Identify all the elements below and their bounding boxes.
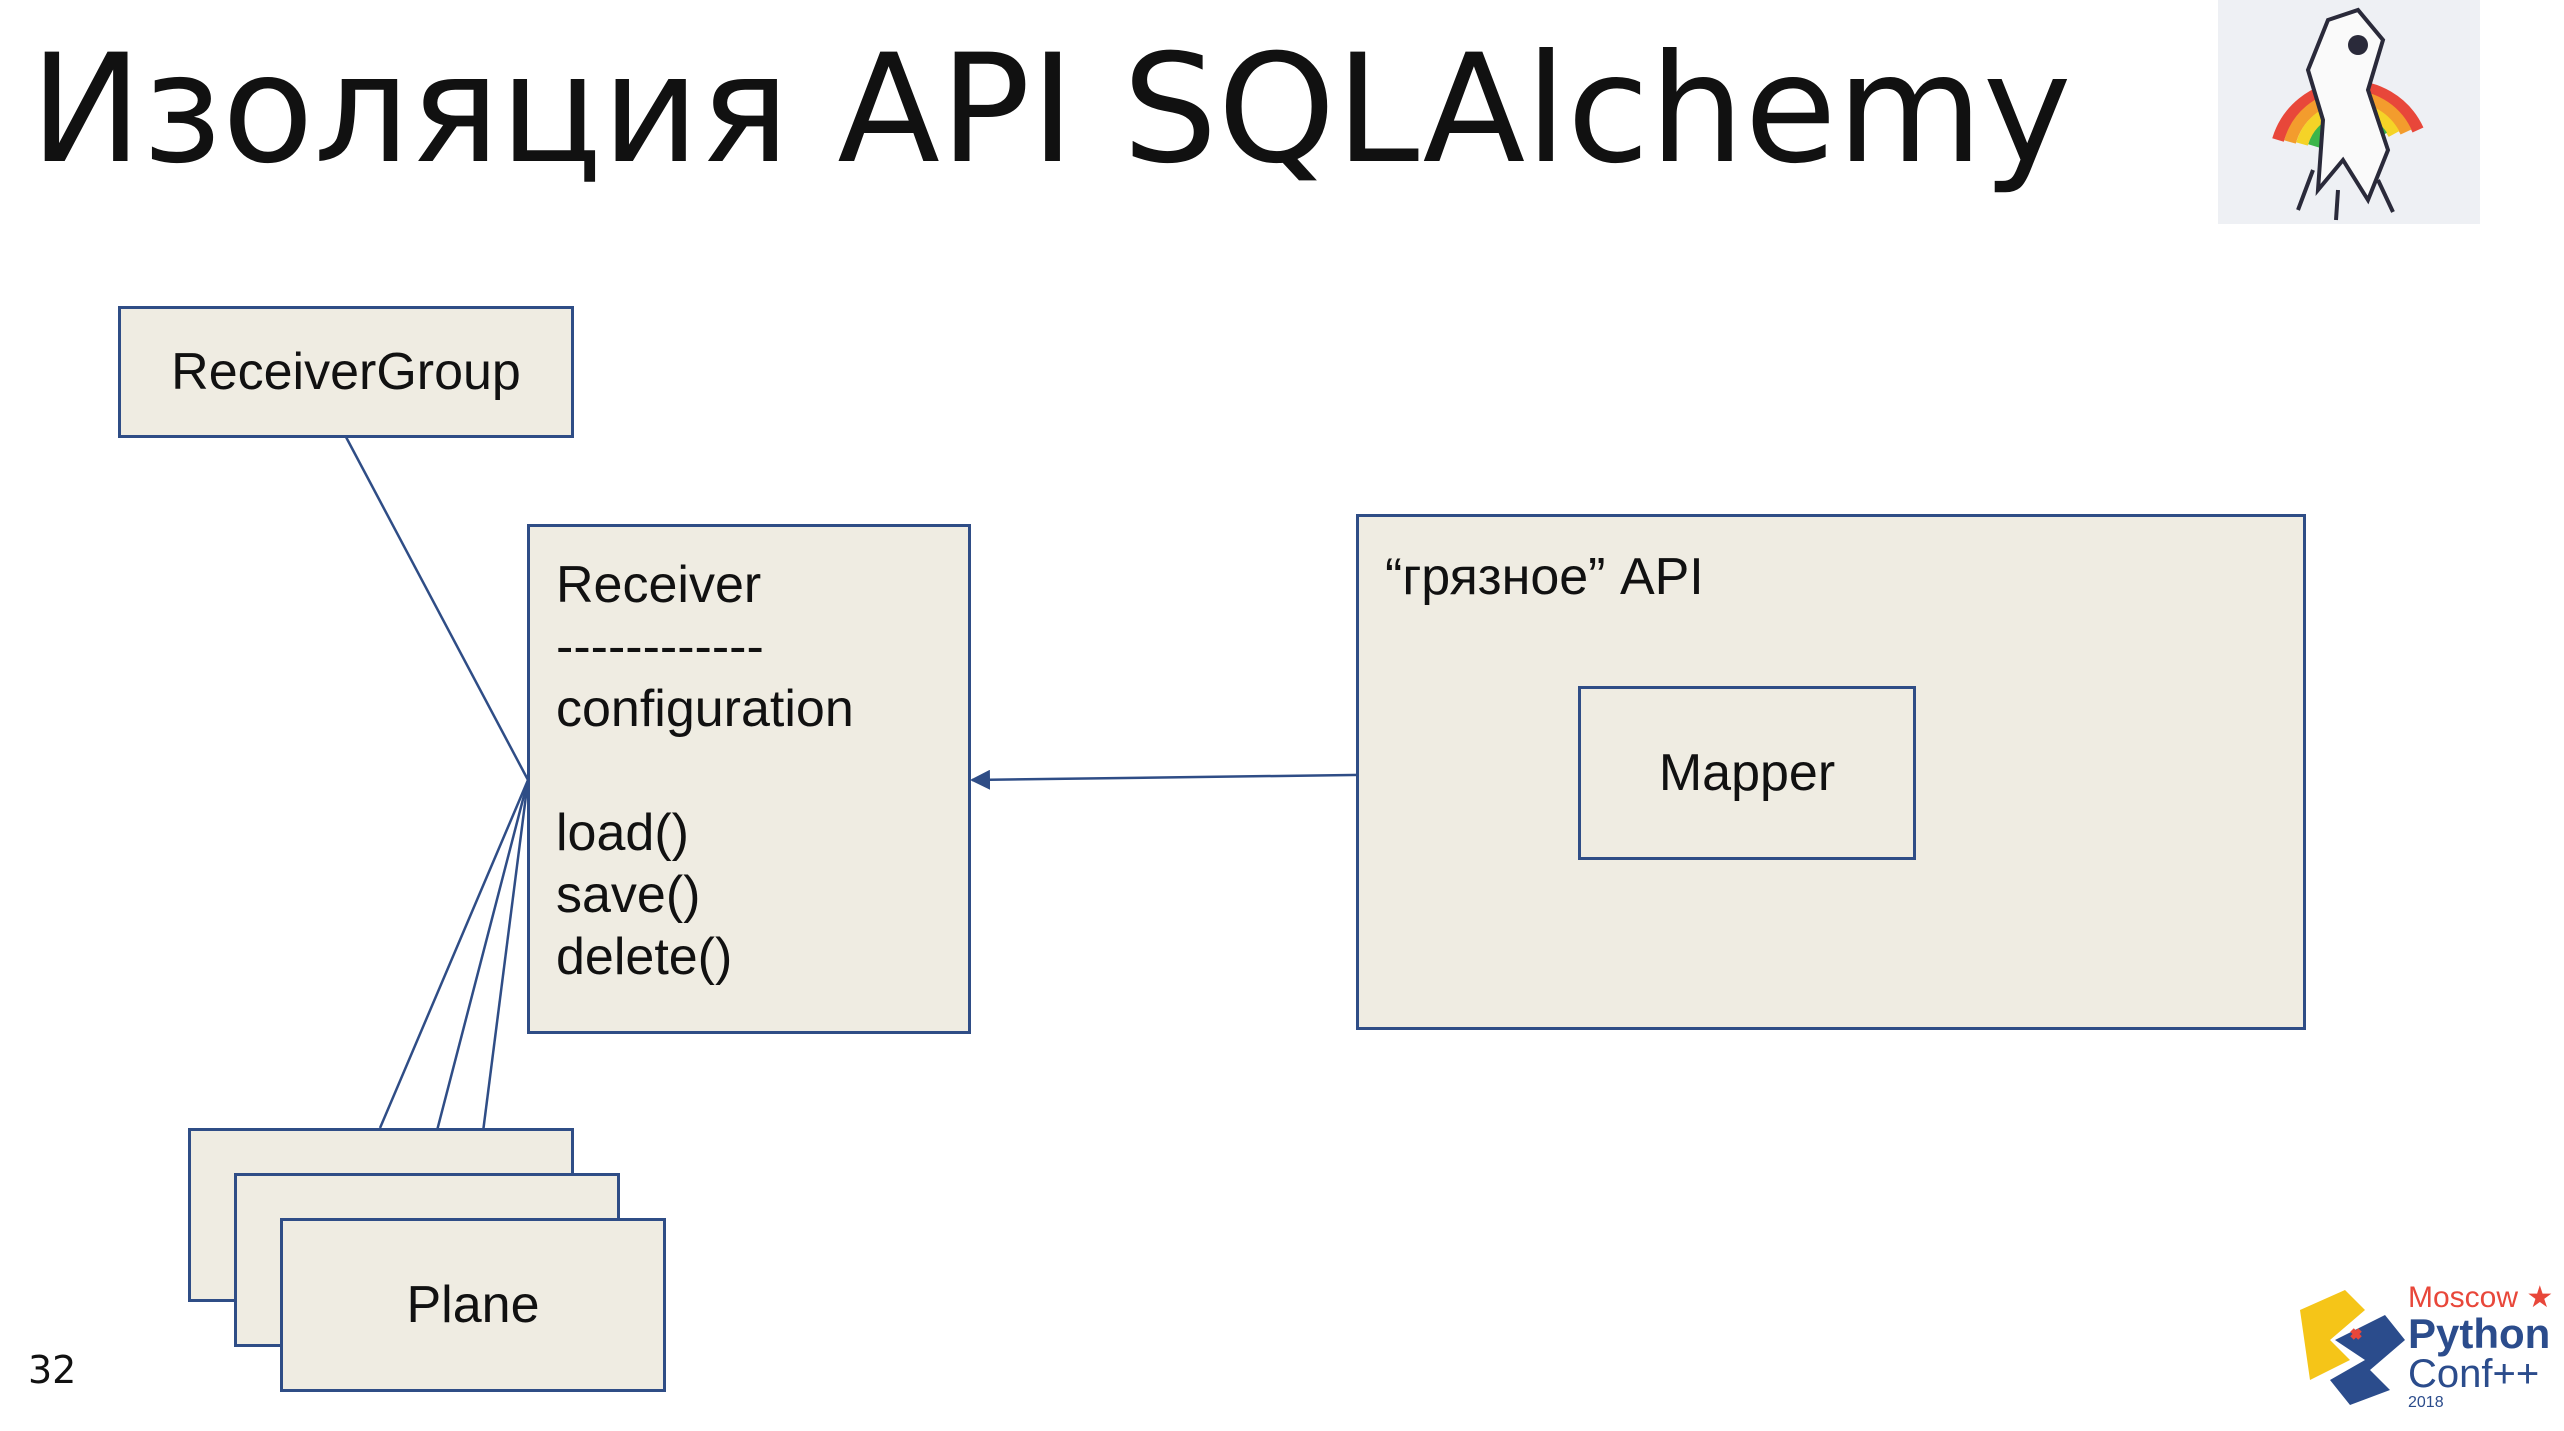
plane-box-front: Plane	[280, 1218, 666, 1392]
receiver-separator: ------------	[556, 618, 764, 676]
mapper-box: Mapper	[1578, 686, 1916, 860]
receivergroup-to-receiver-line	[344, 436, 530, 781]
receiver-attribute: configuration	[556, 680, 854, 738]
plane-2-to-receiver-line	[424, 779, 530, 1174]
python-conf-logo-icon	[2300, 1290, 2405, 1405]
receiver-method-delete: delete()	[556, 928, 733, 986]
unicorn-logo-icon	[2218, 0, 2480, 224]
conf-name: Python	[2408, 1310, 2551, 1357]
conference-logo: Moscow ★ Python Conf++ 2018	[2290, 1280, 2560, 1411]
receiver-group-box: ReceiverGroup	[118, 306, 574, 438]
star-icon: ★	[2526, 1281, 2554, 1314]
receiver-group-label: ReceiverGroup	[171, 343, 521, 401]
slide-title: Изоляция API SQLAlchemy	[30, 23, 2072, 197]
conf-year: 2018	[2408, 1394, 2444, 1411]
receiver-name: Receiver	[556, 556, 762, 614]
conf-city: Moscow ★	[2408, 1281, 2554, 1314]
dirty-api-label: “грязное” API	[1385, 548, 1704, 606]
mapper-label: Mapper	[1658, 744, 1836, 802]
receiver-box: Receiver ------------ configuration load…	[527, 524, 971, 1034]
slide-number: 32	[28, 1348, 77, 1392]
conf-suffix: Conf++	[2408, 1352, 2540, 1396]
receiver-method-load: load()	[556, 804, 689, 862]
plane-1-to-receiver-line	[378, 779, 530, 1129]
receiver-method-save: save()	[556, 866, 701, 924]
plane-label: Plane	[406, 1276, 540, 1334]
